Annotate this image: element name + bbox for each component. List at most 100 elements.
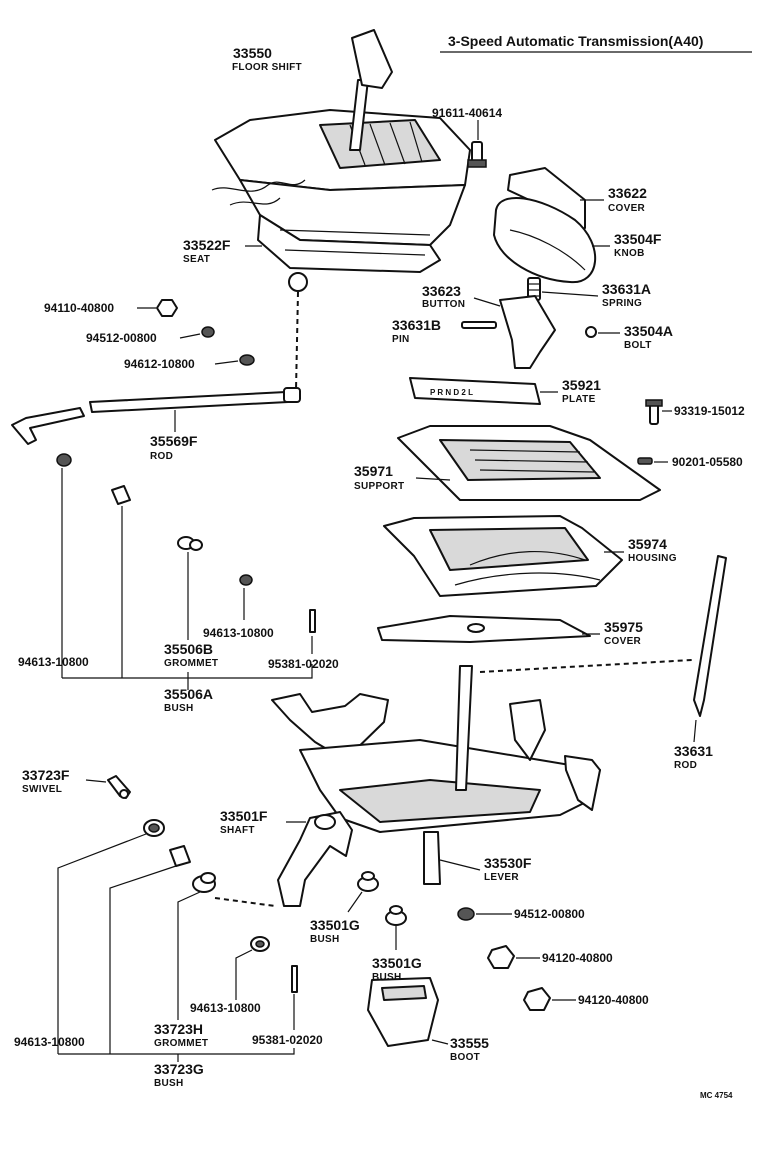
washer-94612-part — [239, 354, 255, 366]
base-bracket-left-ear — [271, 693, 389, 761]
shift-seat-plate — [257, 214, 441, 273]
shaft-33501f-part — [277, 811, 353, 907]
label-35569f-desc: ROD — [150, 451, 173, 462]
label-35975-desc: COVER — [604, 636, 642, 647]
label-33623-number: 33623 — [422, 283, 461, 299]
label-33555-desc: BOOT — [450, 1052, 480, 1063]
label-33723g-number: 33723G — [154, 1061, 204, 1077]
label-35506b-number: 35506B — [164, 641, 213, 657]
label-94120-b-number: 94120-40800 — [578, 993, 649, 1007]
hardware-left-middle — [56, 453, 316, 633]
label-33622-number: 33622 — [608, 185, 647, 201]
dashed-guide-shaft — [214, 897, 276, 907]
label-93319-number: 93319-15012 — [674, 404, 745, 418]
washer-94512-top-part — [201, 326, 215, 338]
plate-part — [409, 377, 541, 405]
label-90201-number: 90201-05580 — [672, 455, 743, 469]
nut-94120-a-part — [487, 945, 515, 969]
rod-35569f-part — [11, 387, 301, 445]
label-35921-desc: PLATE — [562, 394, 596, 405]
label-33723h-desc: GROMMET — [154, 1038, 208, 1049]
part-labels: 33550 FLOOR SHIFT 91611-40614 33622 COVE… — [14, 45, 745, 1100]
floor-shift-assembly — [211, 29, 471, 292]
pin-95381-top-part — [309, 609, 316, 633]
boot-33555-part — [367, 977, 439, 1047]
label-35974-number: 35974 — [628, 536, 667, 552]
rod-33631-part — [693, 555, 727, 717]
lever-33530f-part — [423, 831, 441, 885]
diagram-title: 3-Speed Automatic Transmission(A40) — [448, 33, 703, 49]
label-33622-desc: COVER — [608, 203, 646, 214]
label-95381-top-number: 95381-02020 — [268, 657, 339, 671]
shift-base-assembly — [271, 665, 601, 885]
label-35506b-desc: GROMMET — [164, 658, 218, 669]
label-33550-number: 33550 — [233, 45, 272, 61]
label-35974-desc: HOUSING — [628, 553, 677, 564]
label-95381-bottom-number: 95381-02020 — [252, 1033, 323, 1047]
clip-90201-part — [637, 457, 653, 465]
label-94613-lower-number: 94613-10800 — [190, 1001, 261, 1015]
shift-handle — [351, 29, 393, 89]
label-35506a-number: 35506A — [164, 686, 213, 702]
label-33501g-b-number: 33501G — [372, 955, 422, 971]
swivel-33723f-part — [107, 775, 131, 799]
label-33723h-number: 33723H — [154, 1021, 203, 1037]
label-35569f-number: 35569F — [150, 433, 198, 449]
rod-main — [89, 391, 289, 413]
label-35506a-desc: BUSH — [164, 703, 194, 714]
label-94612-number: 94612-10800 — [124, 357, 195, 371]
bush-33501g-a-part — [357, 871, 379, 892]
knob-assembly — [461, 167, 597, 369]
label-33631b-desc: PIN — [392, 334, 410, 345]
housing-window — [429, 527, 589, 571]
rod-right-end — [283, 387, 301, 403]
label-33623-desc: BUTTON — [422, 299, 465, 310]
shift-gate-grid — [319, 119, 441, 169]
label-33530f-desc: LEVER — [484, 872, 519, 883]
label-33555-number: 33555 — [450, 1035, 489, 1051]
screw-93319-part — [645, 399, 663, 425]
hardware-left-top — [156, 299, 255, 366]
label-33501g-a-number: 33501G — [310, 917, 360, 933]
hardware-left-lower — [143, 819, 298, 993]
label-35921-number: 35921 — [562, 377, 601, 393]
nut-94110-part — [156, 299, 178, 317]
label-94120-a-number: 94120-40800 — [542, 951, 613, 965]
label-33550-desc: FLOOR SHIFT — [232, 62, 302, 73]
label-33631b-number: 33631B — [392, 317, 441, 333]
label-94613-bottomleft-number: 94613-10800 — [14, 1035, 85, 1049]
label-33631a-number: 33631A — [602, 281, 651, 297]
label-33504a-desc: BOLT — [624, 340, 652, 351]
pin-part — [461, 321, 497, 329]
bush-33723g-part — [169, 845, 191, 867]
rod-left-end — [11, 407, 85, 445]
label-91611-number: 91611-40614 — [432, 106, 502, 120]
label-35971-number: 35971 — [354, 463, 393, 479]
label-94613-mid-number: 94613-10800 — [203, 626, 274, 640]
bolt-33504a-part — [585, 326, 597, 338]
bolt-91611 — [467, 141, 487, 168]
bush-33501g-b-part — [385, 905, 407, 926]
label-33522f-desc: SEAT — [183, 254, 210, 265]
washer-94613-mid-part — [239, 574, 253, 586]
label-33530f-number: 33530F — [484, 855, 532, 871]
footer-code: MC 4754 — [700, 1091, 733, 1100]
label-33631a-desc: SPRING — [602, 298, 642, 309]
base-bracket-far-ear — [564, 755, 601, 811]
label-94512-bottom-number: 94512-00800 — [514, 907, 585, 921]
label-33723f-desc: SWIVEL — [22, 784, 62, 795]
label-33501g-a-desc: BUSH — [310, 934, 340, 945]
label-33504a-number: 33504A — [624, 323, 673, 339]
label-33723g-desc: BUSH — [154, 1078, 184, 1089]
wire-harness — [211, 179, 306, 192]
base-vertical-rod — [455, 665, 473, 791]
label-94110-number: 94110-40800 — [44, 301, 114, 315]
label-33631-number: 33631 — [674, 743, 713, 759]
seat-mount-boss — [288, 272, 308, 292]
dashed-guide-rod — [479, 659, 693, 673]
nut-94120-b-part — [523, 987, 551, 1011]
button-part — [499, 295, 556, 369]
label-35975-number: 35975 — [604, 619, 643, 635]
